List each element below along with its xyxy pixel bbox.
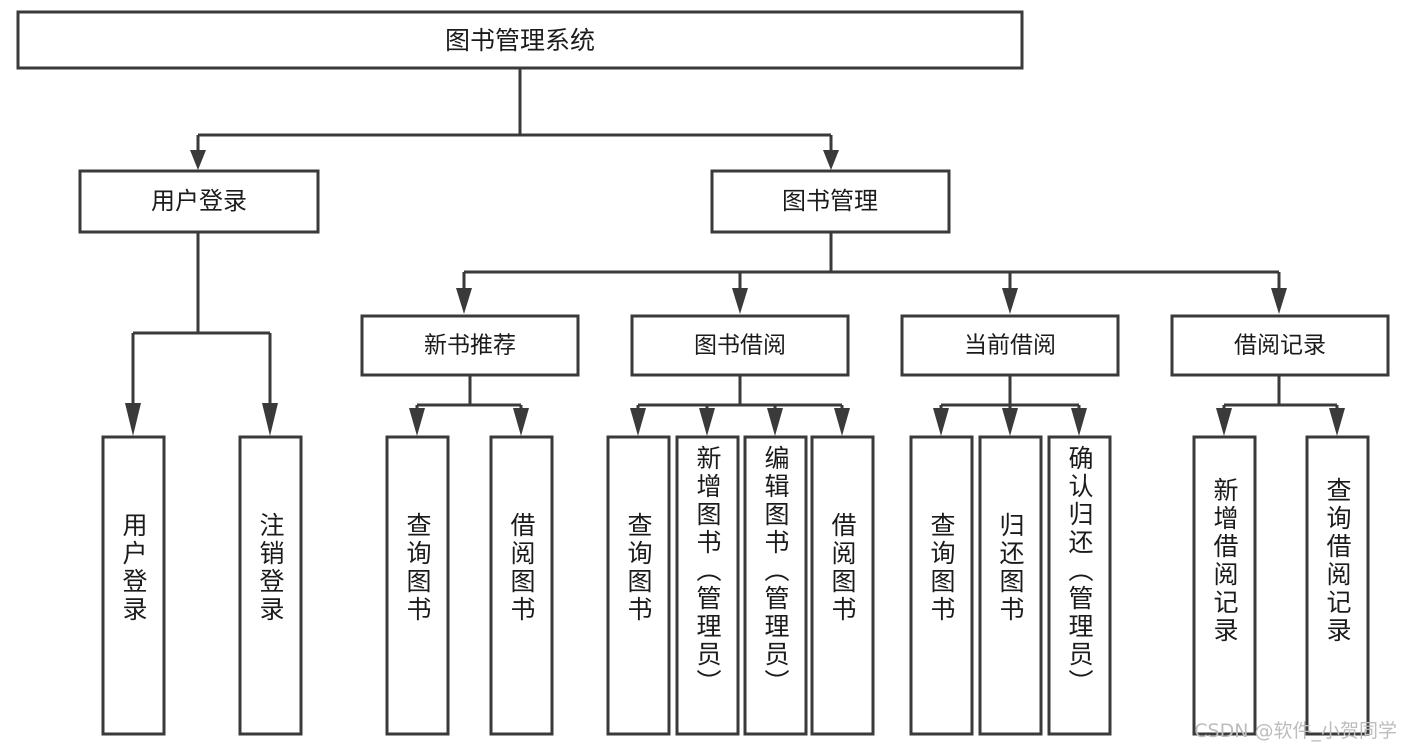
arrow-head-book-borrow-leaf3 bbox=[767, 408, 783, 436]
arrow-head-new-book-leaf1 bbox=[409, 408, 425, 436]
arrow-head-user-login bbox=[190, 150, 206, 170]
node-box-leaf-logout[interactable] bbox=[238, 435, 303, 736]
node-box-leaf-edit-book-admin[interactable] bbox=[743, 435, 808, 736]
node-box-new-book-recommend[interactable] bbox=[360, 314, 580, 377]
node-box-leaf-user-login[interactable] bbox=[101, 435, 166, 736]
node-box-leaf-return-book[interactable] bbox=[978, 435, 1043, 736]
node-box-leaf-query-book-3[interactable] bbox=[909, 435, 974, 736]
node-label-new-book-recommend: 新书推荐 bbox=[424, 333, 516, 359]
node-box-leaf-add-book-admin[interactable] bbox=[675, 435, 740, 736]
arrow-head-current-borrow-leaf3 bbox=[1071, 408, 1087, 436]
arrow-head-borrow-records-leaf1 bbox=[1216, 408, 1232, 436]
node-box-leaf-confirm-return-admin[interactable] bbox=[1047, 435, 1112, 736]
arrow-head-l3-new-book bbox=[456, 288, 472, 314]
node-label-book-management: 图书管理 bbox=[782, 187, 878, 215]
connector-layer bbox=[125, 68, 1345, 436]
arrow-head-borrow-records-leaf2 bbox=[1329, 408, 1345, 436]
arrow-head-book-borrow-leaf1 bbox=[630, 408, 646, 436]
arrow-head-l3-borrow-records bbox=[1271, 288, 1287, 314]
arrow-head-user-login-leaf1 bbox=[125, 403, 141, 436]
node-box-leaf-query-book-2[interactable] bbox=[606, 435, 671, 736]
node-label-borrow-records: 借阅记录 bbox=[1234, 333, 1326, 359]
node-label-root: 图书管理系统 bbox=[445, 26, 595, 55]
node-box-borrow-records[interactable] bbox=[1170, 314, 1390, 377]
arrow-head-user-login-leaf2 bbox=[262, 403, 278, 436]
arrow-head-l3-current-borrow bbox=[1002, 288, 1018, 314]
node-box-leaf-add-borrow-record[interactable] bbox=[1192, 435, 1257, 736]
node-label-book-borrow: 图书借阅 bbox=[694, 333, 786, 359]
watermark-text: CSDN @软件_小贺同学 bbox=[1194, 720, 1397, 742]
node-box-book-borrow[interactable] bbox=[630, 314, 850, 377]
node-box-leaf-query-borrow-record[interactable] bbox=[1305, 435, 1370, 736]
node-box-leaf-borrow-book-1[interactable] bbox=[489, 435, 554, 736]
node-layer: 图书管理系统 用户登录 图书管理 新书推荐 图书借阅 当前借阅 借阅记录 bbox=[16, 10, 1390, 736]
node-box-book-management[interactable] bbox=[710, 169, 951, 234]
node-box-leaf-query-book-1[interactable] bbox=[385, 435, 450, 736]
node-box-current-borrow[interactable] bbox=[900, 314, 1120, 377]
node-label-user-login: 用户登录 bbox=[151, 187, 247, 215]
arrow-head-current-borrow-leaf1 bbox=[933, 408, 949, 436]
node-box-root[interactable] bbox=[16, 10, 1024, 70]
arrow-head-book-borrow-leaf2 bbox=[699, 408, 715, 436]
arrow-head-new-book-leaf2 bbox=[513, 408, 529, 436]
arrow-head-book-mgmt bbox=[823, 150, 839, 170]
arrow-head-current-borrow-leaf2 bbox=[1002, 408, 1018, 436]
arrow-head-l3-book-borrow bbox=[732, 288, 748, 314]
arrow-head-book-borrow-leaf4 bbox=[834, 408, 850, 436]
node-box-user-login[interactable] bbox=[78, 169, 320, 234]
node-label-current-borrow: 当前借阅 bbox=[964, 333, 1056, 359]
node-box-leaf-borrow-book-2[interactable] bbox=[810, 435, 875, 736]
